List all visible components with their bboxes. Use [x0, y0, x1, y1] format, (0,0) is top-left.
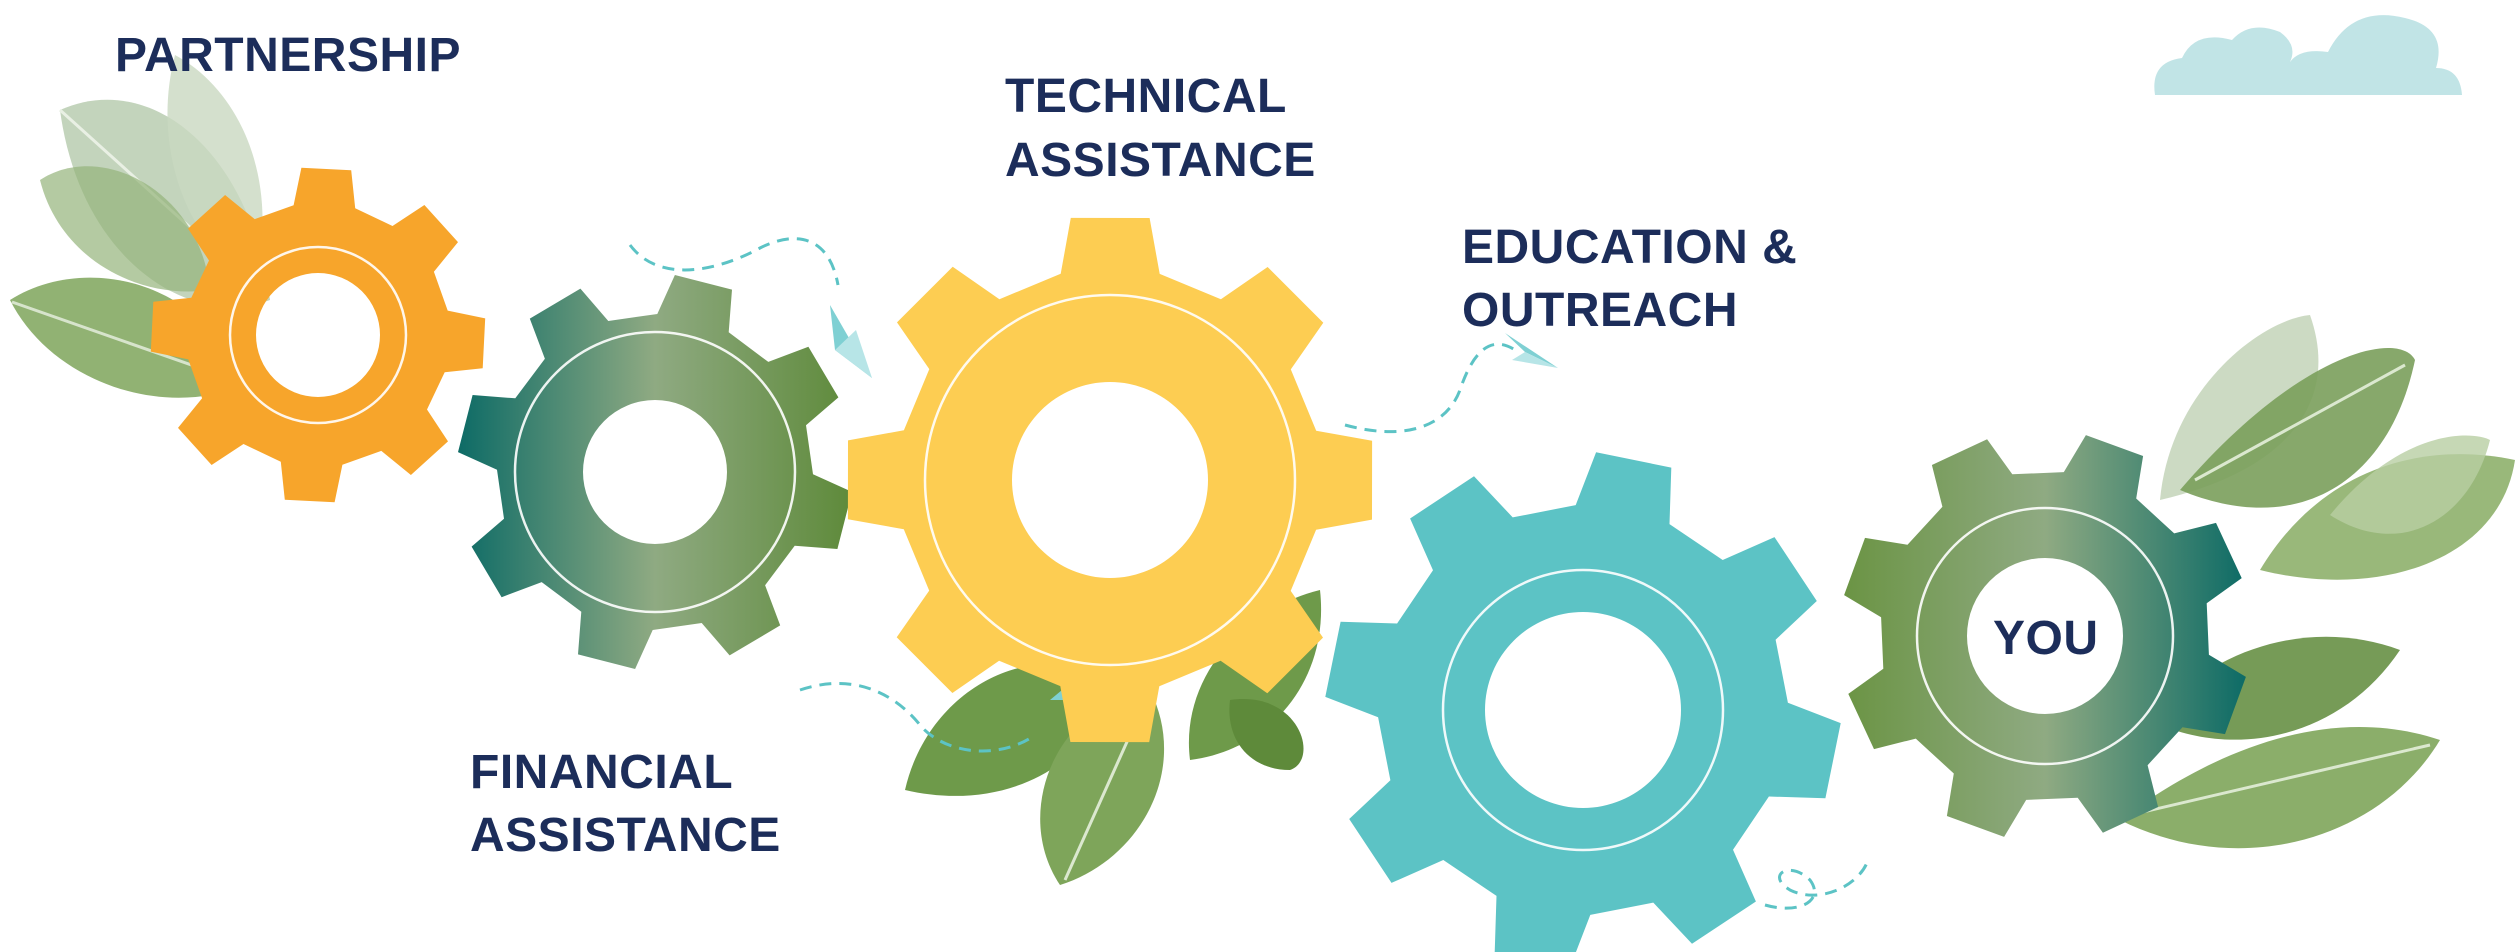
technical-assistance-label-line2: ASSISTANCE [1005, 134, 1316, 187]
gear-inner-ring [513, 330, 797, 614]
leaf-icon [2120, 315, 2515, 849]
gear-icon [847, 217, 1373, 743]
technical-assistance-label-line1: TECHNICAL [1005, 70, 1287, 123]
paper-plane-icon [1505, 333, 1558, 368]
gear-icon [1325, 452, 1841, 952]
education-outreach-label-line1: EDUCATION & [1462, 221, 1798, 274]
gear-icon [150, 167, 486, 503]
financial-assistance-label-line1: FINANCIAL [470, 746, 734, 799]
paper-plane-icon [830, 305, 872, 378]
flight-path [628, 237, 1870, 910]
gear-icon [1844, 435, 2246, 837]
education-outreach-label-line2: OUTREACH [1462, 284, 1738, 337]
gear-inner-ring [1441, 568, 1725, 852]
you-label: YOU [1993, 612, 2099, 665]
gear-icon [458, 275, 852, 669]
gear-inner-ring [228, 245, 408, 425]
financial-assistance-label-line2: ASSISTANCE [470, 809, 781, 862]
gear-inner-ring [923, 293, 1297, 667]
cloud-icon [2154, 15, 2462, 95]
partnership-label: PARTNERSHIP [115, 29, 461, 82]
gear-inner-ring [1915, 506, 2175, 766]
